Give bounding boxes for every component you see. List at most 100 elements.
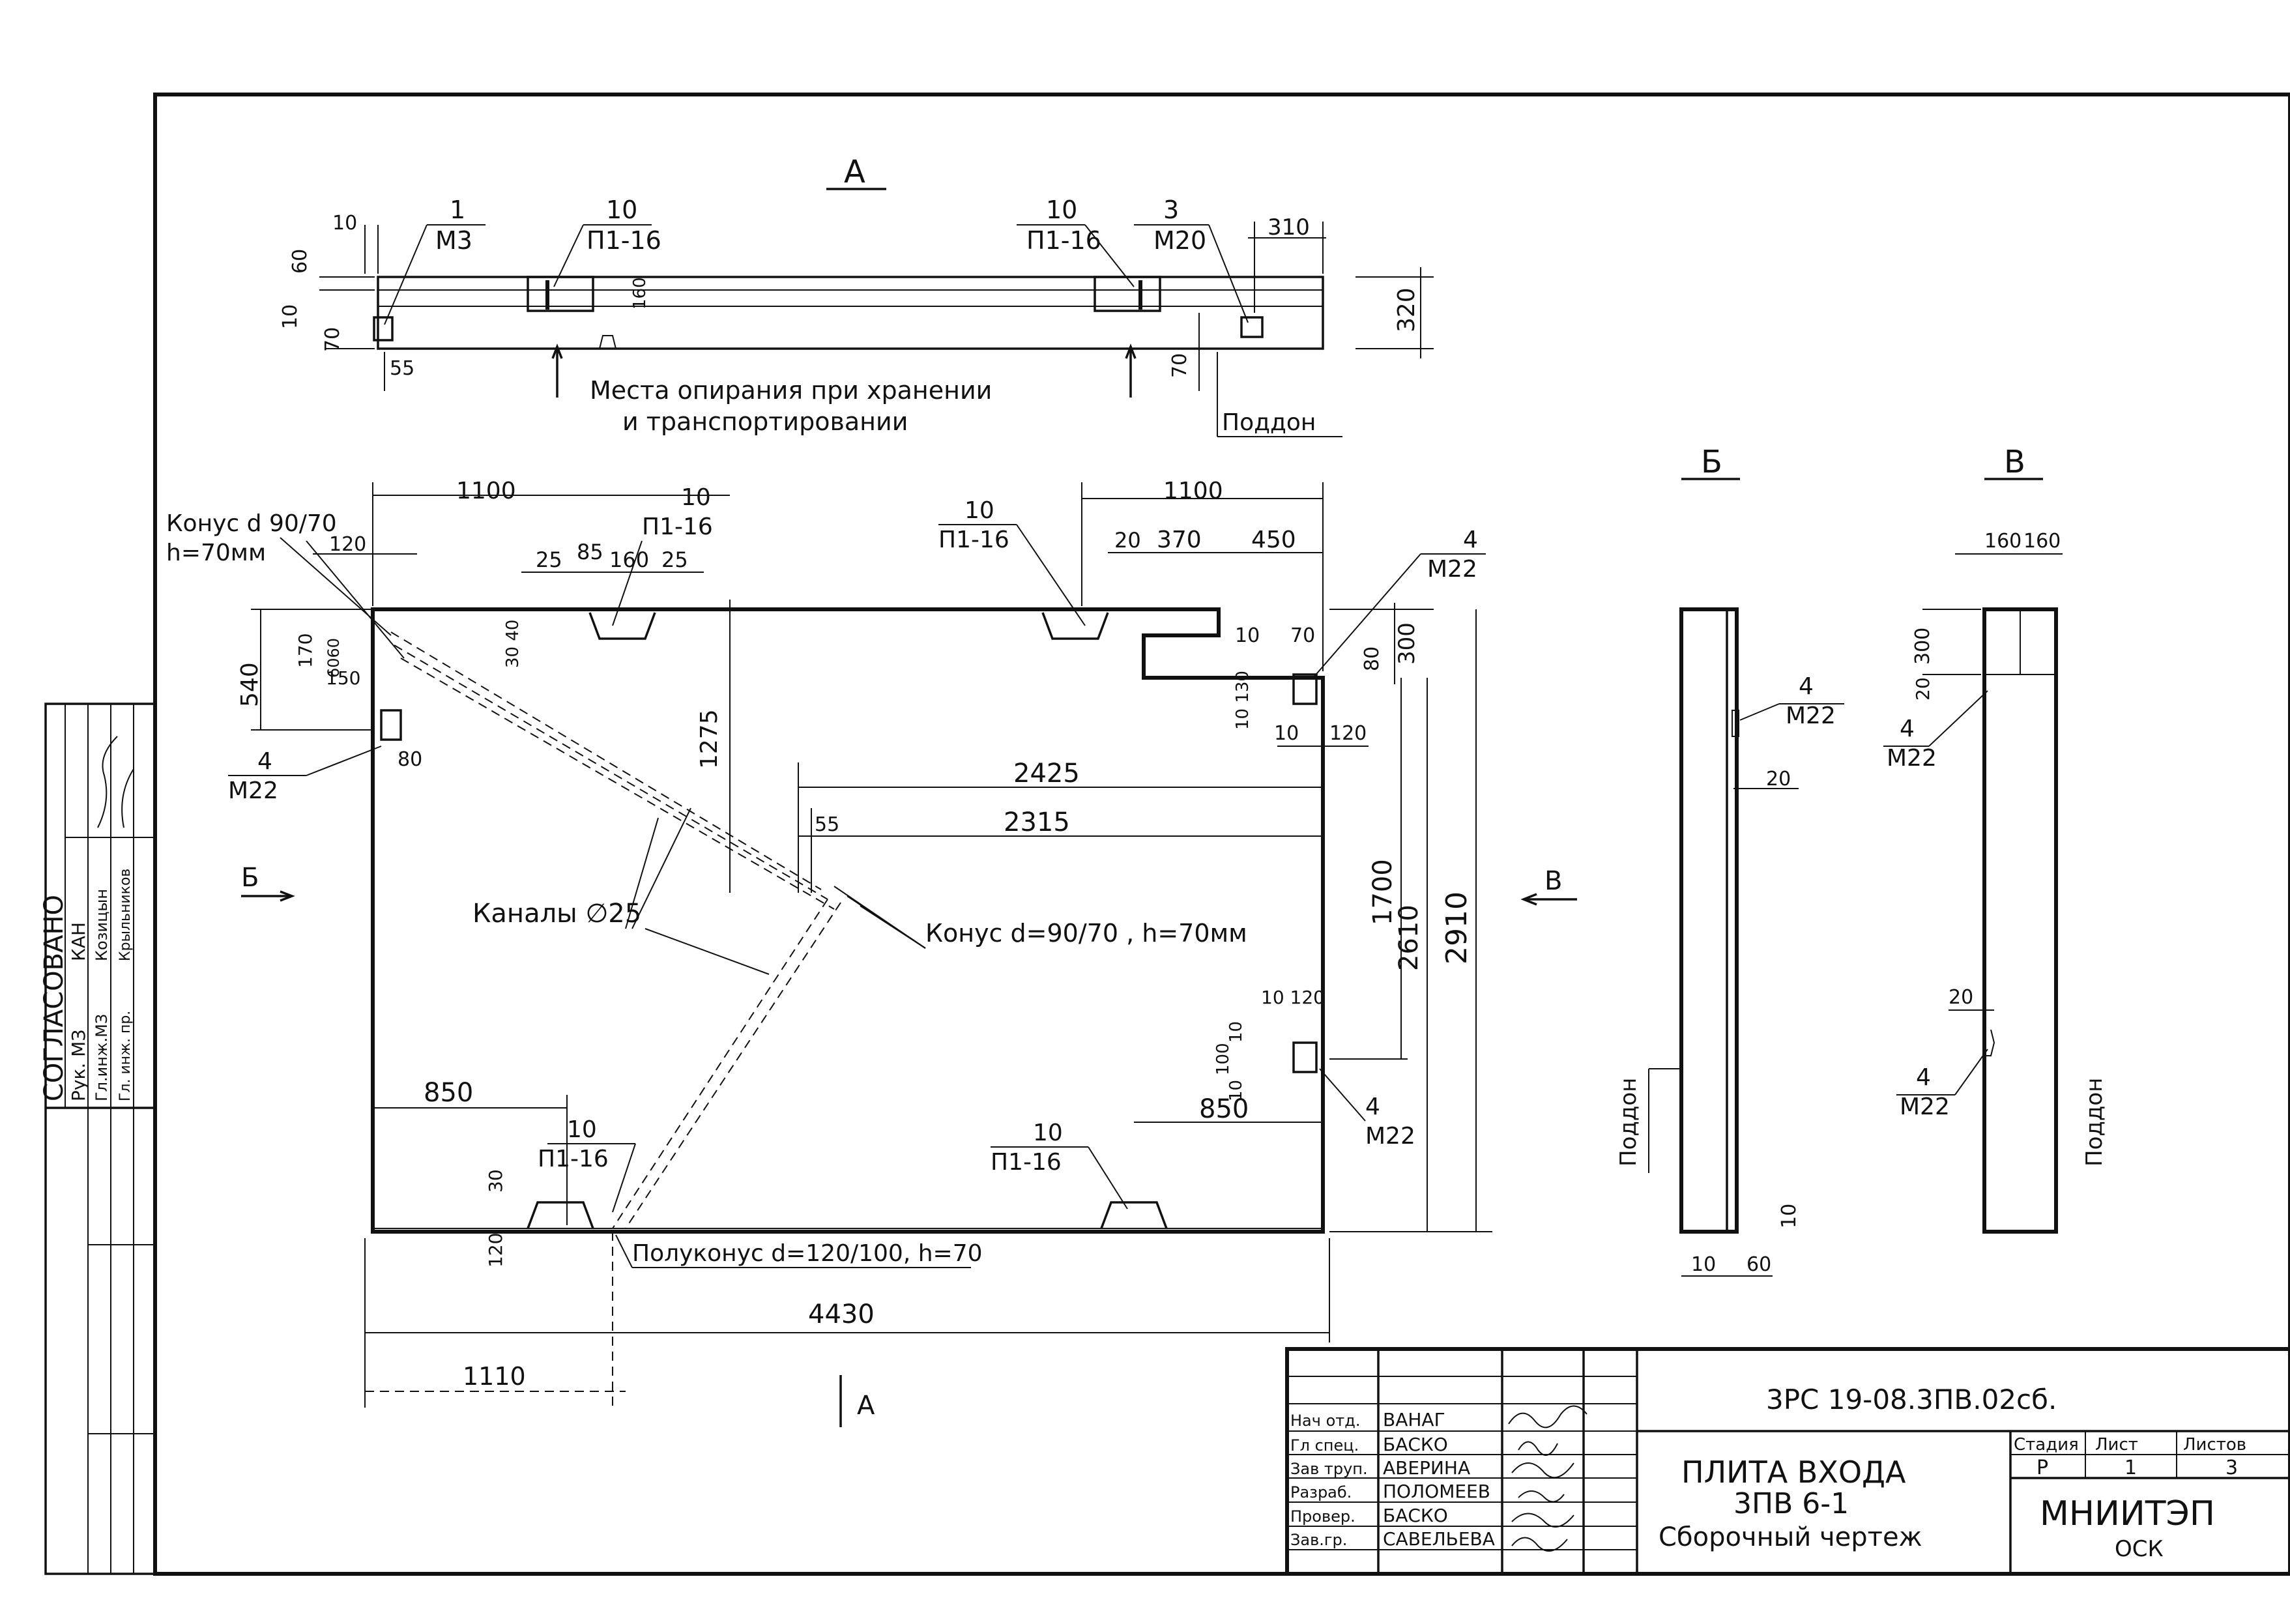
stamp-sheets-header: Листов bbox=[2183, 1435, 2246, 1455]
top-dim-60: 60 bbox=[289, 249, 312, 274]
plan-item-6-mark: М22 bbox=[1427, 556, 1477, 583]
side-b-dim-20: 20 bbox=[1766, 768, 1791, 790]
top-item-3-pos: 10 bbox=[1046, 196, 1077, 224]
plan-dim-150: 150 bbox=[326, 667, 360, 689]
plan-dim-1110: 1110 bbox=[463, 1362, 526, 1391]
plan-dim-100: 100 bbox=[1213, 1043, 1233, 1075]
side-v-dim-20: 20 bbox=[1912, 677, 1934, 701]
side-b-item-pos: 4 bbox=[1799, 673, 1814, 700]
stamp-sheet-value: 1 bbox=[2124, 1457, 2137, 1479]
stamp-name-3: АВЕРИНА bbox=[1383, 1457, 1470, 1479]
top-item-4-pos: 3 bbox=[1163, 196, 1179, 224]
side-v-pallet: Поддон bbox=[2081, 1078, 2108, 1167]
stamp-title-3: Сборочный чертеж bbox=[1659, 1522, 1922, 1552]
stamp-name-5: БАСКО bbox=[1383, 1505, 1448, 1526]
plan-dim-85: 85 bbox=[577, 540, 603, 564]
top-dim-10: 10 bbox=[332, 212, 357, 235]
plan-channels-label: Каналы ∅25 bbox=[472, 899, 641, 929]
plan-dim-70: 70 bbox=[1290, 624, 1315, 647]
signature-mark bbox=[97, 736, 118, 828]
stamp-role-6: Зав.гр. bbox=[1290, 1531, 1347, 1549]
section-a-label: А bbox=[844, 154, 865, 190]
plan-dim-540: 540 bbox=[237, 662, 263, 707]
plan-dim-370: 370 bbox=[1157, 527, 1202, 553]
stamp-role-2: Гл спец. bbox=[1290, 1436, 1359, 1455]
side-v-dim-20b: 20 bbox=[1949, 986, 1973, 1009]
plan-dim-120c: 120 bbox=[485, 1233, 506, 1268]
top-dim-160: 160 bbox=[630, 277, 650, 310]
stamp-stage-value: Р bbox=[2036, 1457, 2048, 1479]
plan-cone-note-1: Конус d 90/70 bbox=[166, 510, 337, 537]
plan-dim-55: 55 bbox=[815, 813, 839, 836]
stamp-name-6: САВЕЛЬЕВА bbox=[1383, 1528, 1495, 1550]
plan-dim-1275: 1275 bbox=[696, 709, 723, 769]
plan-item-4-mark: П1-16 bbox=[991, 1149, 1062, 1176]
stamp-role-4: Разраб. bbox=[1290, 1483, 1352, 1501]
stamp-title-1: ПЛИТА ВХОДА bbox=[1681, 1455, 1906, 1490]
signature-mark-2 bbox=[121, 768, 134, 828]
plan-dim-10a: 10 bbox=[1235, 624, 1260, 647]
section-v-arrow-label: В bbox=[1544, 866, 1562, 896]
top-item-2-pos: 10 bbox=[606, 196, 637, 224]
plan-dim-10d: 10 bbox=[1226, 1080, 1246, 1101]
plan-item-3-mark: П1-16 bbox=[538, 1146, 609, 1172]
side-v-dim-160b: 160 bbox=[2023, 530, 2061, 553]
stamp-code: 3РС 19-08.3ПВ.02сб. bbox=[1766, 1384, 2057, 1415]
plan-dim-850b: 850 bbox=[1199, 1094, 1249, 1124]
plan-dim-2315: 2315 bbox=[1004, 807, 1070, 837]
plan-dim-6060: 6060 bbox=[325, 638, 343, 678]
plan-half-cone-note: Полуконус d=120/100, h=70 bbox=[632, 1240, 983, 1267]
plan-cone-note-2: h=70мм bbox=[166, 540, 266, 566]
plan-dim-450: 450 bbox=[1251, 527, 1296, 553]
stamp-stage-header: Стадия bbox=[2014, 1435, 2079, 1455]
stamp-title-2: 3ПВ 6-1 bbox=[1733, 1487, 1849, 1520]
top-item-1-mark: М3 bbox=[435, 226, 472, 255]
approval-role-1: Рук. МЗ bbox=[68, 1030, 89, 1101]
plan-dim-2910: 2910 bbox=[1440, 892, 1473, 964]
plan-dim-2425: 2425 bbox=[1013, 759, 1080, 789]
top-item-1-pos: 1 bbox=[450, 196, 465, 224]
side-b-item-mark: М22 bbox=[1786, 703, 1836, 729]
plan-item-1-mark: П1-16 bbox=[642, 514, 713, 540]
approval-role-2: Гл.инж.МЗ bbox=[93, 1014, 111, 1101]
stamp-org-1: МНИИТЭП bbox=[2040, 1494, 2215, 1533]
section-v-label: В bbox=[2004, 444, 2025, 480]
plan-dim-2610: 2610 bbox=[1394, 905, 1424, 971]
side-b-dim-60: 60 bbox=[1746, 1253, 1771, 1276]
stamp-org-2: ОСК bbox=[2115, 1536, 2164, 1562]
stamp-sheet-header: Лист bbox=[2095, 1435, 2138, 1455]
top-support-note-2: и транспортировании bbox=[622, 407, 908, 436]
top-dim-320: 320 bbox=[1393, 287, 1420, 332]
plan-view: Конус d 90/70 h=70мм 10 П1-16 10 П1-16 1… bbox=[166, 478, 1577, 1427]
stamp-name-2: БАСКО bbox=[1383, 1434, 1448, 1455]
side-v-item2-pos: 4 bbox=[1916, 1064, 1931, 1091]
plan-item-2-mark: П1-16 bbox=[938, 527, 1009, 553]
title-block: 3РС 19-08.3ПВ.02сб. ПЛИТА ВХОДА 3ПВ 6-1 … bbox=[1285, 1347, 2290, 1576]
side-v-item1-mark: М22 bbox=[1887, 745, 1937, 772]
side-b-pallet: Поддон bbox=[1616, 1078, 1642, 1167]
top-pallet-label: Поддон bbox=[1222, 409, 1316, 436]
top-dim-70: 70 bbox=[321, 327, 344, 352]
approval-name-2: Козицын bbox=[93, 889, 111, 961]
plan-dim-10130: 10 130 bbox=[1233, 671, 1253, 730]
plan-item-7-mark: М22 bbox=[1365, 1123, 1415, 1150]
section-b-label: Б bbox=[1701, 444, 1722, 480]
stamp-sheets-value: 3 bbox=[2225, 1457, 2238, 1479]
plan-dim-120: 120 bbox=[329, 533, 366, 556]
stamp-signatures bbox=[1508, 1405, 1587, 1552]
plan-dim-120b: 120 bbox=[1329, 722, 1367, 745]
plan-item-5-mark: М22 bbox=[228, 777, 278, 804]
plan-dim-160: 160 bbox=[609, 547, 649, 572]
side-view-b: Б 4 М22 20 Поддон 10 10 60 bbox=[1616, 444, 1844, 1277]
plan-dim-20: 20 bbox=[1114, 528, 1141, 553]
plan-dim-1700: 1700 bbox=[1368, 859, 1398, 925]
plan-item-6-pos: 4 bbox=[1463, 527, 1478, 553]
plan-dim-3040: 30 40 bbox=[503, 620, 523, 668]
plan-dim-25b: 25 bbox=[661, 547, 688, 572]
plan-dim-4430: 4430 bbox=[808, 1299, 875, 1329]
approval-block: СОГЛАСОВАНО Рук. МЗ КАН Гл.инж.МЗ Козицы… bbox=[39, 703, 156, 1575]
plan-item-5-pos: 4 bbox=[257, 748, 272, 775]
top-item-3-mark: П1-16 bbox=[1026, 226, 1101, 255]
side-v-dim-160a: 160 bbox=[1984, 530, 2022, 553]
